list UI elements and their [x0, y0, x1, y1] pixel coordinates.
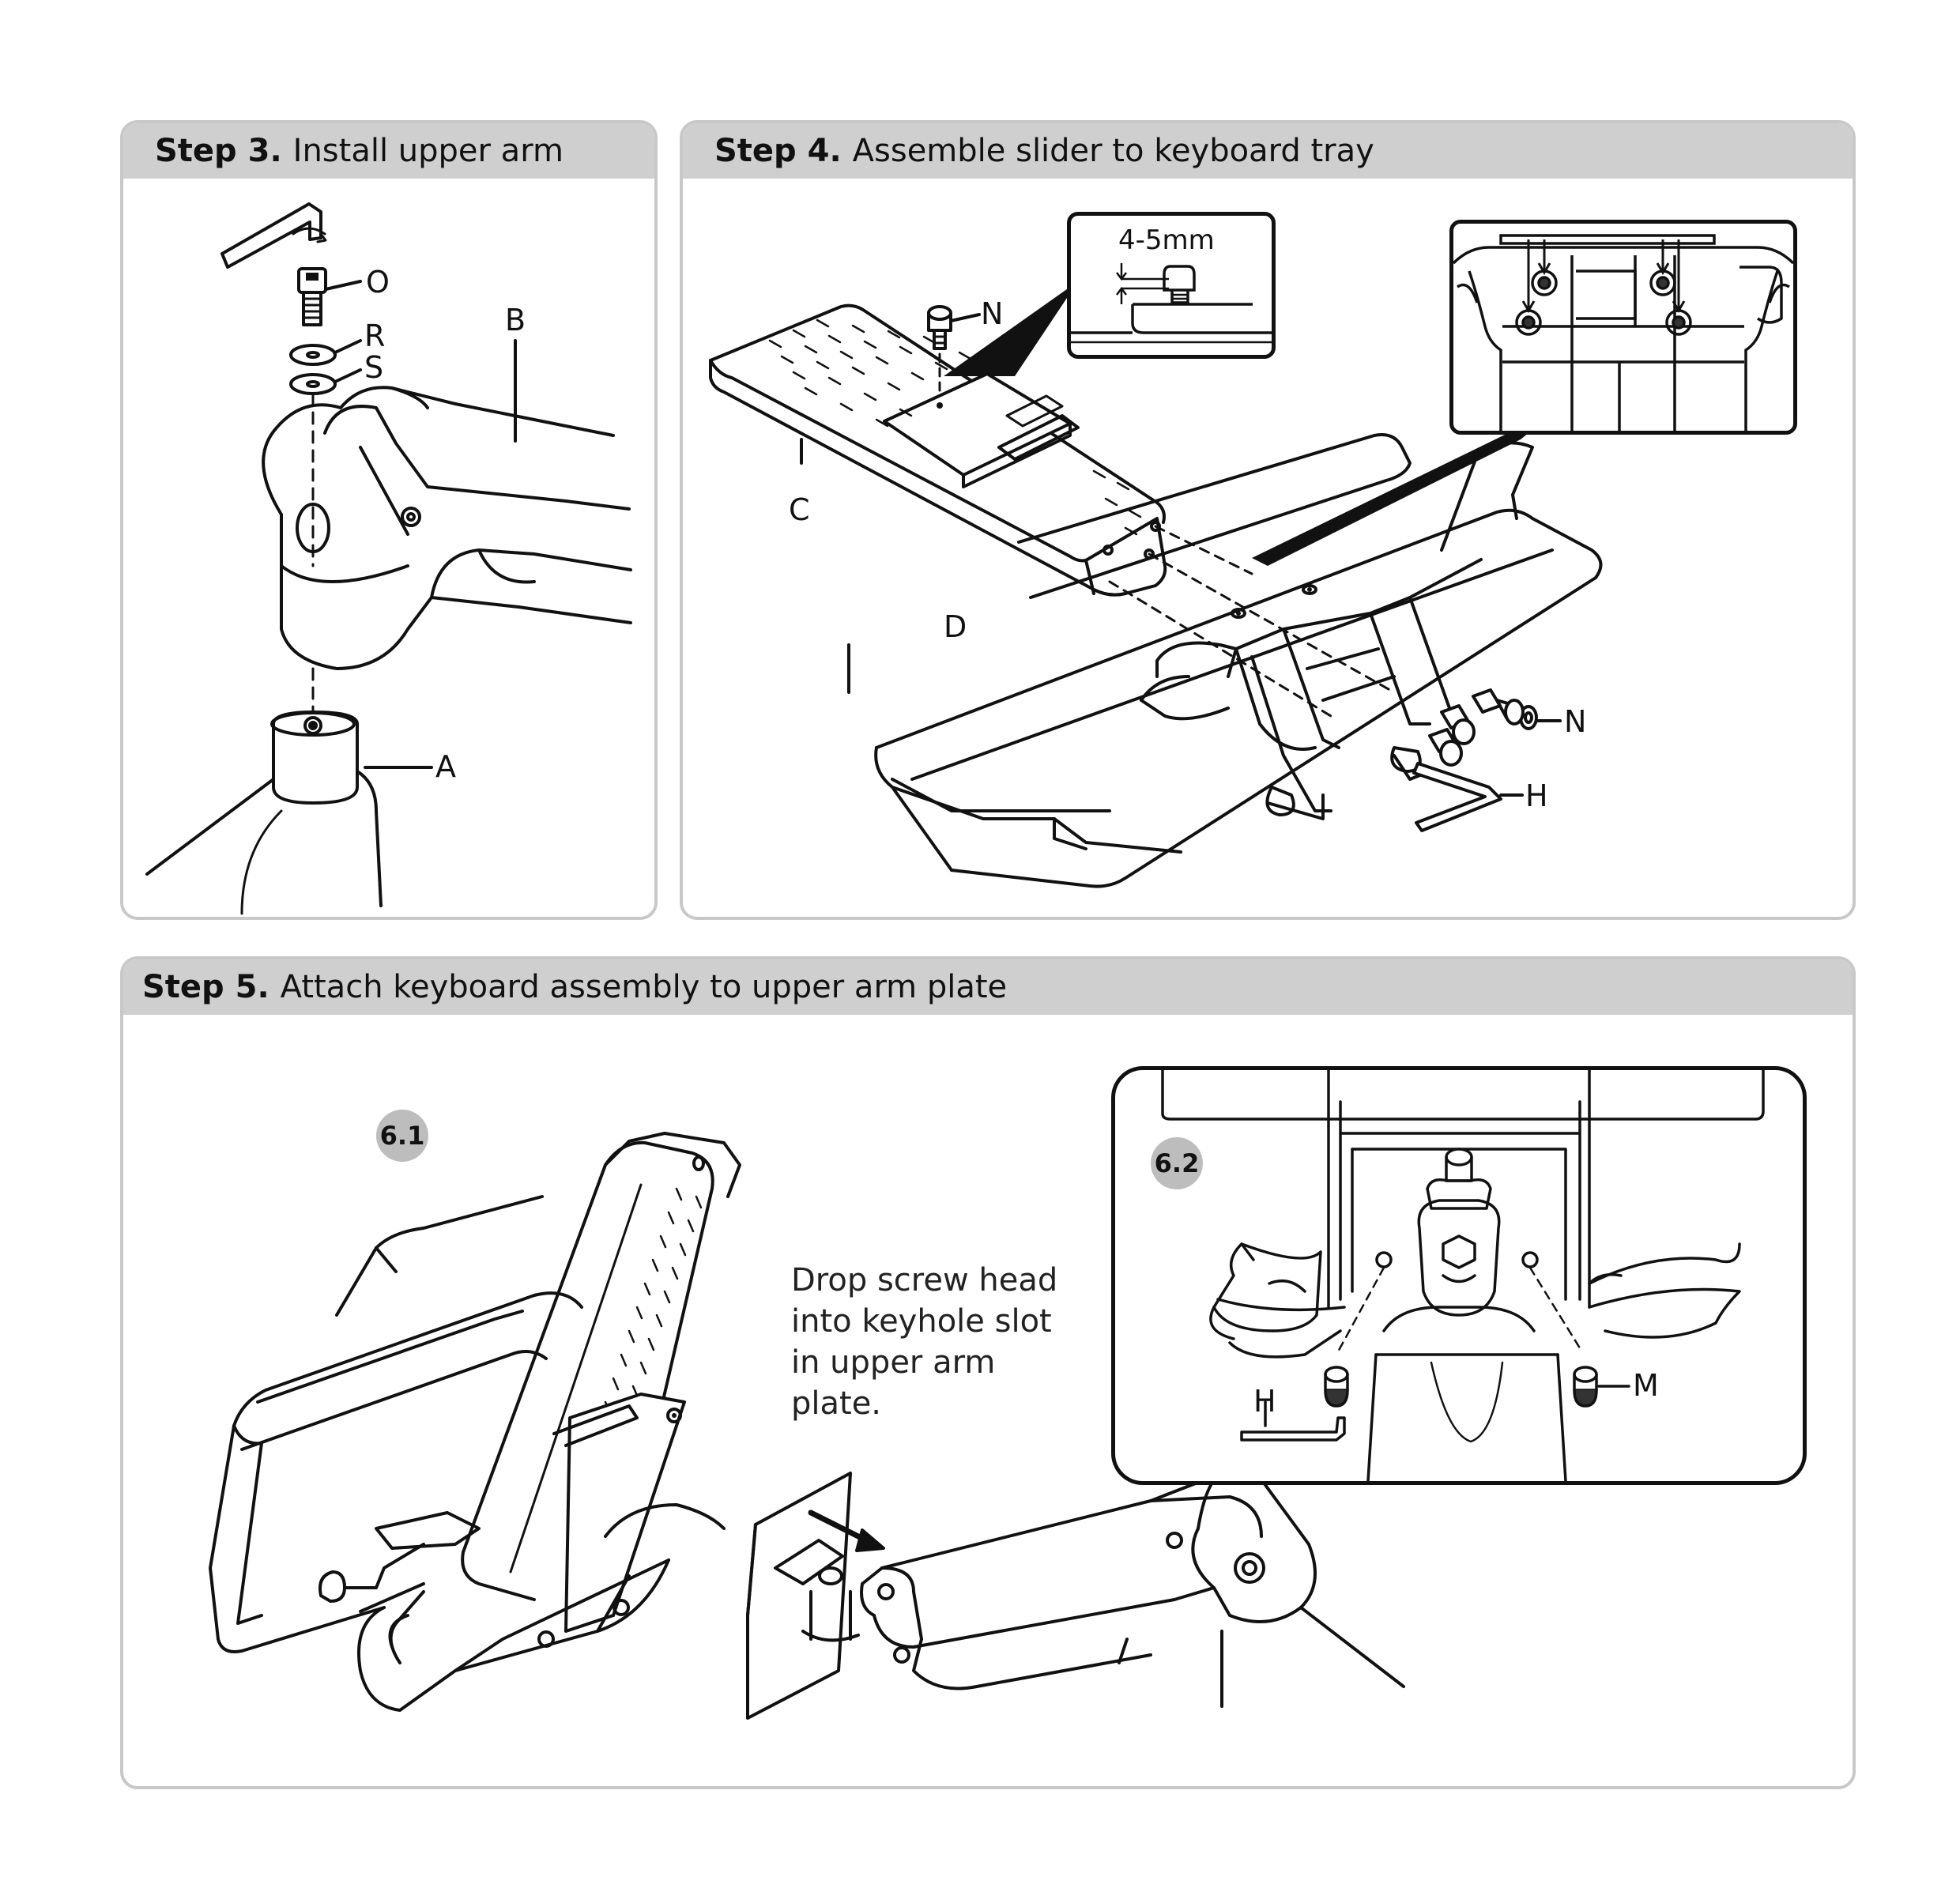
slider-texture	[768, 318, 1142, 536]
tray-bracket	[1140, 441, 1534, 820]
screw-m-icon	[1573, 1366, 1598, 1408]
screw-o-icon	[297, 267, 327, 326]
step3-illustration	[145, 202, 632, 915]
label-b: B	[505, 303, 526, 337]
mounting-holes-icon	[1515, 269, 1692, 336]
post-a	[145, 710, 383, 915]
label-s: S	[364, 350, 384, 385]
label-h: H	[1525, 778, 1548, 813]
step3-title: Install upper arm	[292, 133, 564, 169]
upper-arm-b	[262, 386, 632, 670]
badge-6-1: 6.1	[376, 1110, 428, 1162]
step5-header: Step 5. Attach keyboard assembly to uppe…	[123, 959, 1853, 1015]
screw-n-top-icon	[927, 305, 952, 350]
step4-illustration	[709, 281, 1603, 888]
tray-handle	[357, 1503, 726, 1712]
label-h-6-2: H	[1253, 1384, 1276, 1419]
screw-h-icon	[1324, 1366, 1349, 1408]
badge-6-2: 6.2	[1151, 1137, 1203, 1189]
keyhole-instruction: Drop screw head into keyhole slot in upp…	[791, 1260, 1057, 1424]
label-r: R	[364, 318, 386, 353]
note-line-1: Drop screw head	[791, 1262, 1058, 1298]
label-n-lower: N	[1564, 704, 1587, 739]
note-line-3: in upper arm	[791, 1344, 996, 1381]
step5-title: Attach keyboard assembly to upper arm pl…	[280, 969, 1008, 1005]
step4-header: Step 4. Assemble slider to keyboard tray	[683, 123, 1853, 179]
washer-r-icon	[289, 344, 337, 366]
step3-panel: Step 3. Install upper arm	[120, 120, 658, 920]
step4-number: Step 4.	[714, 133, 842, 169]
upper-arm-6-1	[860, 1469, 1405, 1708]
step5-panel: Step 5. Attach keyboard assembly to uppe…	[120, 956, 1856, 1789]
tray-d	[847, 433, 1603, 888]
hex-key-icon	[220, 202, 327, 269]
hex-key-h-icon	[1412, 762, 1502, 832]
dimension-label: 4-5mm	[1118, 224, 1215, 256]
label-c: C	[789, 492, 810, 527]
step4-title: Assemble slider to keyboard tray	[852, 133, 1374, 169]
label-o: O	[366, 265, 390, 300]
label-a: A	[435, 749, 456, 784]
label-m: M	[1633, 1368, 1659, 1403]
keyboard-tray-6-1	[209, 1195, 583, 1664]
screws-n-lower-icon	[1428, 688, 1538, 767]
washer-s-icon	[289, 373, 337, 395]
arm-plate	[746, 1472, 860, 1720]
slider-c	[709, 303, 1167, 597]
step3-header: Step 3. Install upper arm	[123, 123, 654, 179]
arrow-icons	[1521, 239, 1686, 313]
step4-panel: Step 4. Assemble slider to keyboard tray	[680, 120, 1856, 920]
step5-inset-6-2: 6.2 H M	[1111, 1066, 1807, 1485]
note-line-2: into keyhole slot	[791, 1303, 1052, 1340]
slider-upright	[461, 1132, 741, 1633]
step3-number: Step 3.	[155, 133, 282, 169]
hex-key-6-2-icon	[1240, 1416, 1346, 1442]
label-d: D	[944, 609, 967, 644]
note-line-4: plate.	[791, 1385, 882, 1422]
step5-number: Step 5.	[142, 969, 270, 1005]
label-n-top: N	[981, 296, 1004, 331]
step4-inset-gap: 4-5mm	[1067, 212, 1276, 359]
step4-inset-holes	[1449, 220, 1797, 435]
step5-illustration	[209, 1132, 1405, 1720]
